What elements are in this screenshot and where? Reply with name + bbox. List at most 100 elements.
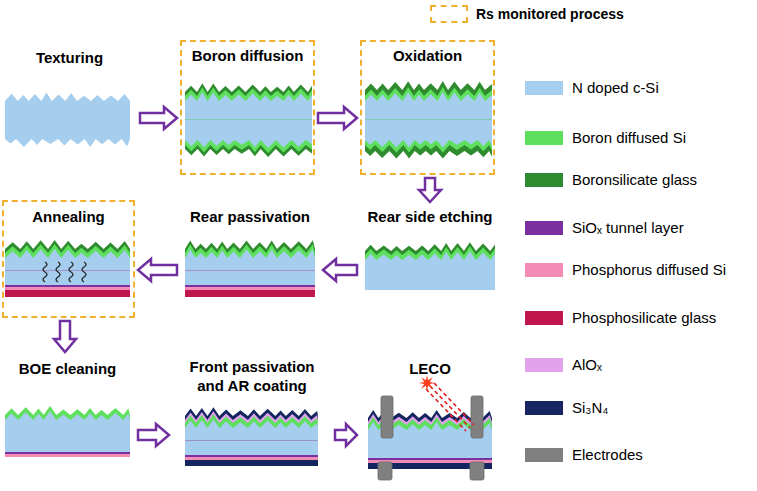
wafer-layer — [5, 244, 130, 272]
wafer-layer — [185, 271, 315, 298]
process-step: Oxidation — [360, 40, 495, 175]
laser-beam — [430, 386, 470, 428]
electrode — [470, 462, 484, 480]
legend-label: Rs monitored process — [476, 5, 624, 23]
wafer-layer — [365, 92, 492, 121]
legend-swatch — [525, 448, 563, 462]
wafer-layer — [185, 441, 318, 461]
flow-arrow — [419, 178, 441, 202]
legend-dashed-sample — [430, 5, 468, 23]
step-title: LECO — [360, 359, 500, 378]
laser-beam — [426, 389, 466, 431]
step-title: Oxidation — [362, 46, 493, 65]
legend-label: Phosphorus diffused Si — [572, 261, 726, 279]
wafer-layer — [185, 83, 312, 121]
process-step: LECO — [360, 355, 500, 485]
wafer-layer — [5, 119, 130, 147]
flow-arrow — [140, 107, 177, 129]
step-title: Rear side etching — [360, 207, 500, 226]
heat-line — [69, 262, 73, 282]
wafer-layer — [185, 407, 318, 442]
wafer-layer — [365, 246, 495, 276]
wafer-layer — [5, 271, 130, 286]
legend-label: Boronsilicate glass — [572, 171, 697, 189]
wafer-layer — [365, 251, 495, 276]
legend-swatch — [525, 311, 563, 325]
wafer-layer — [5, 271, 130, 291]
wafer-layer — [185, 249, 315, 272]
wafer-layer — [365, 120, 492, 148]
laser-beam — [434, 383, 474, 425]
flow-arrow — [138, 424, 169, 446]
wafer-layer — [185, 419, 318, 442]
heat-line — [56, 262, 60, 282]
wafer-layer — [365, 242, 495, 276]
process-step: Front passivation and AR coating — [172, 355, 332, 480]
legend-swatch — [525, 263, 563, 277]
electrode — [381, 396, 393, 438]
legend-swatch — [525, 81, 563, 95]
wafer-layer — [185, 120, 312, 153]
wafer-layer — [5, 435, 130, 452]
process-step: Rear side etching — [360, 205, 500, 300]
wafer-layer — [365, 120, 492, 153]
wafer-layer — [185, 411, 318, 442]
wafer-layer — [185, 120, 312, 157]
wafer-layer — [185, 244, 315, 272]
wafer-layer — [365, 87, 492, 121]
wafer-layer — [365, 274, 495, 290]
wafer-layer — [5, 435, 130, 457]
legend-label: Phosphosilicate glass — [572, 309, 716, 327]
flow-arrow — [54, 321, 76, 352]
electrode — [378, 462, 392, 480]
step-title: Boron diffusion — [182, 46, 313, 65]
legend-swatch — [525, 401, 563, 415]
wafer-layer — [185, 441, 318, 456]
flow-arrow — [318, 107, 357, 129]
legend-label: Si₃N₄ — [572, 399, 608, 417]
wafer-layer — [185, 271, 315, 288]
process-step: Rear passivation — [180, 205, 320, 315]
wafer-layer — [185, 271, 315, 291]
wafer-layer — [185, 441, 318, 458]
wafer-layer — [5, 435, 130, 454]
process-step: BOE cleaning — [0, 355, 135, 473]
wafer-layer — [5, 271, 130, 298]
wafer-layer — [5, 406, 130, 437]
electrode — [471, 396, 483, 438]
flow-arrow — [335, 424, 357, 446]
legend-label: Electrodes — [572, 446, 643, 464]
process-step: Texturing — [2, 40, 137, 158]
wafer-layer — [185, 414, 318, 442]
wafer-layer — [5, 92, 130, 121]
step-title: Rear passivation — [180, 207, 320, 226]
wafer-layer — [185, 87, 312, 121]
step-title: Front passivation and AR coating — [172, 357, 332, 395]
wafer-layer — [365, 81, 492, 121]
legend-label: N doped c-Si — [572, 79, 659, 97]
flow-arrow — [323, 259, 357, 281]
heat-line — [82, 262, 86, 282]
wafer-layer — [185, 240, 315, 272]
legend-label: SiOₓ tunnel layer — [572, 219, 684, 237]
wafer-layer — [185, 441, 318, 467]
wafer-layer — [185, 120, 312, 148]
wafer-layer — [5, 271, 130, 288]
heat-line — [43, 262, 47, 282]
wafer-layer — [368, 443, 492, 458]
legend-swatch — [525, 131, 563, 145]
process-step: Annealing — [2, 200, 135, 318]
step-title: BOE cleaning — [0, 359, 135, 378]
wafer-layer — [5, 411, 130, 437]
legend-swatch — [525, 221, 563, 235]
legend-swatch — [525, 173, 563, 187]
legend-label: AlOₓ — [572, 356, 602, 374]
wafer-layer — [365, 120, 492, 159]
wafer-layer — [5, 240, 130, 272]
wafer-layer — [185, 92, 312, 121]
legend-label: Boron diffused Si — [572, 129, 686, 147]
process-step: Boron diffusion — [180, 40, 315, 175]
legend-swatch — [525, 358, 563, 372]
